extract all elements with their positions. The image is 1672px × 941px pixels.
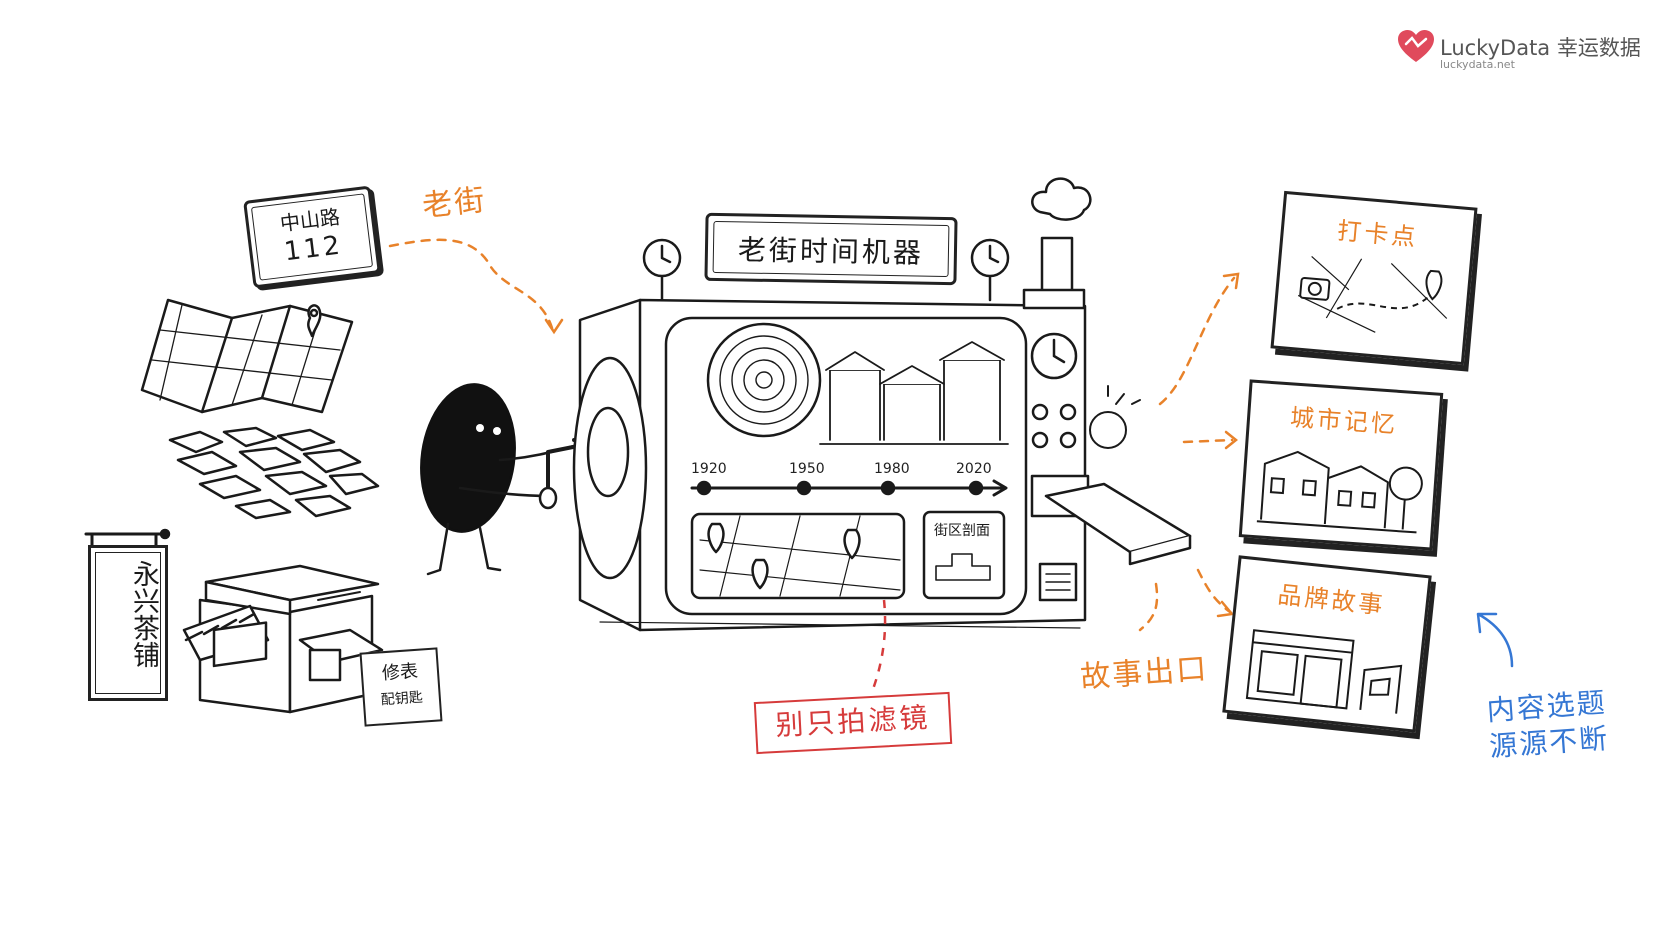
arrow-to-checkin [1158, 276, 1236, 406]
shopfront-icon [1245, 629, 1403, 714]
old-buildings-icon [1256, 450, 1423, 534]
blue-arrow-icon [1476, 612, 1514, 668]
tea-shop-icon [182, 564, 384, 714]
card-checkin: 打卡点 [1270, 190, 1478, 366]
folded-map-icon [140, 298, 354, 414]
repair-sign-line2: 配钥匙 [380, 689, 424, 709]
cobblestones-icon [168, 426, 380, 520]
light-rays-icon [1089, 385, 1141, 449]
content-source-label: 内容选题 源源不断 [1486, 685, 1611, 765]
timeline-year: 2020 [956, 461, 992, 477]
machine-title: 老街时间机器 [737, 233, 925, 270]
timeline-year: 1950 [789, 461, 825, 477]
story-outlet-label: 故事出口 [1079, 651, 1210, 696]
sign-bracket-icon [84, 528, 171, 548]
shop-sign: 永兴茶铺 [88, 545, 168, 701]
brand-logo: LuckyData 幸运数据 luckydata.net [1398, 28, 1648, 76]
repair-sign-line1: 修表 [381, 660, 419, 685]
brand-name: LuckyData 幸运数据 [1440, 36, 1641, 60]
timeline-year: 1980 [874, 461, 910, 477]
card-city-memory: 城市记忆 [1238, 379, 1444, 551]
heart-logo-icon [1398, 30, 1434, 62]
brand-url: luckydata.net [1440, 58, 1515, 71]
repair-sign: 修表 配钥匙 [359, 647, 443, 727]
arrow-to-memory [1182, 438, 1234, 444]
timeline-year: 1920 [691, 461, 727, 477]
not-just-filter-label: 别只拍滤镜 [753, 691, 953, 755]
machine-title-plate: 老街时间机器 [704, 212, 958, 286]
old-street-label: 老街 [420, 182, 489, 225]
card-brand-story: 品牌故事 [1222, 555, 1432, 733]
section-panel-label: 街区剖面 [934, 523, 990, 539]
road-sign: 中山路 112 [243, 185, 381, 289]
time-machine-icon [572, 177, 1192, 632]
arrow-outlet [1138, 582, 1159, 632]
shop-sign-text: 永兴茶铺 [128, 560, 159, 668]
camera-map-icon [1297, 256, 1448, 333]
arrow-to-machine [388, 238, 554, 330]
